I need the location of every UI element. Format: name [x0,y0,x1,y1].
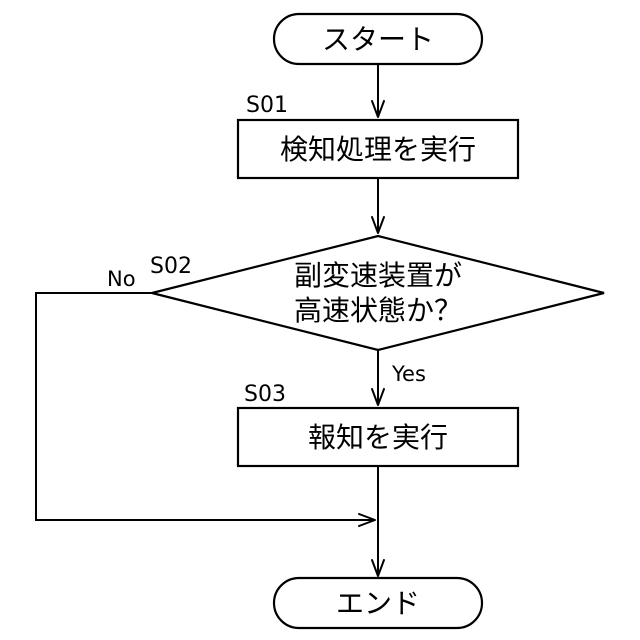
process-s03: 報知を実行 [238,408,518,466]
arrow-start-to-s01 [372,64,384,117]
step-id-s03: S03 [244,382,286,407]
start-terminal: スタート [274,14,482,64]
step-id-s02: S02 [150,254,192,279]
decision-s02-diamond [152,236,604,350]
arrow-s01-to-s02 [372,178,384,233]
end-terminal: エンド [274,578,482,628]
decision-s02-label-line2: 高速状態か？ [294,294,462,327]
branch-no-label: No [107,267,136,291]
process-s01: 検知処理を実行 [238,120,518,178]
process-s01-label: 検知処理を実行 [280,133,476,166]
step-id-s01: S01 [246,93,288,118]
branch-yes-label: Yes [391,362,426,386]
start-terminal-label: スタート [322,23,434,56]
process-s03-label: 報知を実行 [308,421,448,454]
decision-s02: 副変速装置が 高速状態か？ [152,236,604,350]
end-terminal-label: エンド [336,587,420,620]
decision-s02-label-line1: 副変速装置が [294,259,462,292]
arrow-yes-branch [372,350,384,405]
